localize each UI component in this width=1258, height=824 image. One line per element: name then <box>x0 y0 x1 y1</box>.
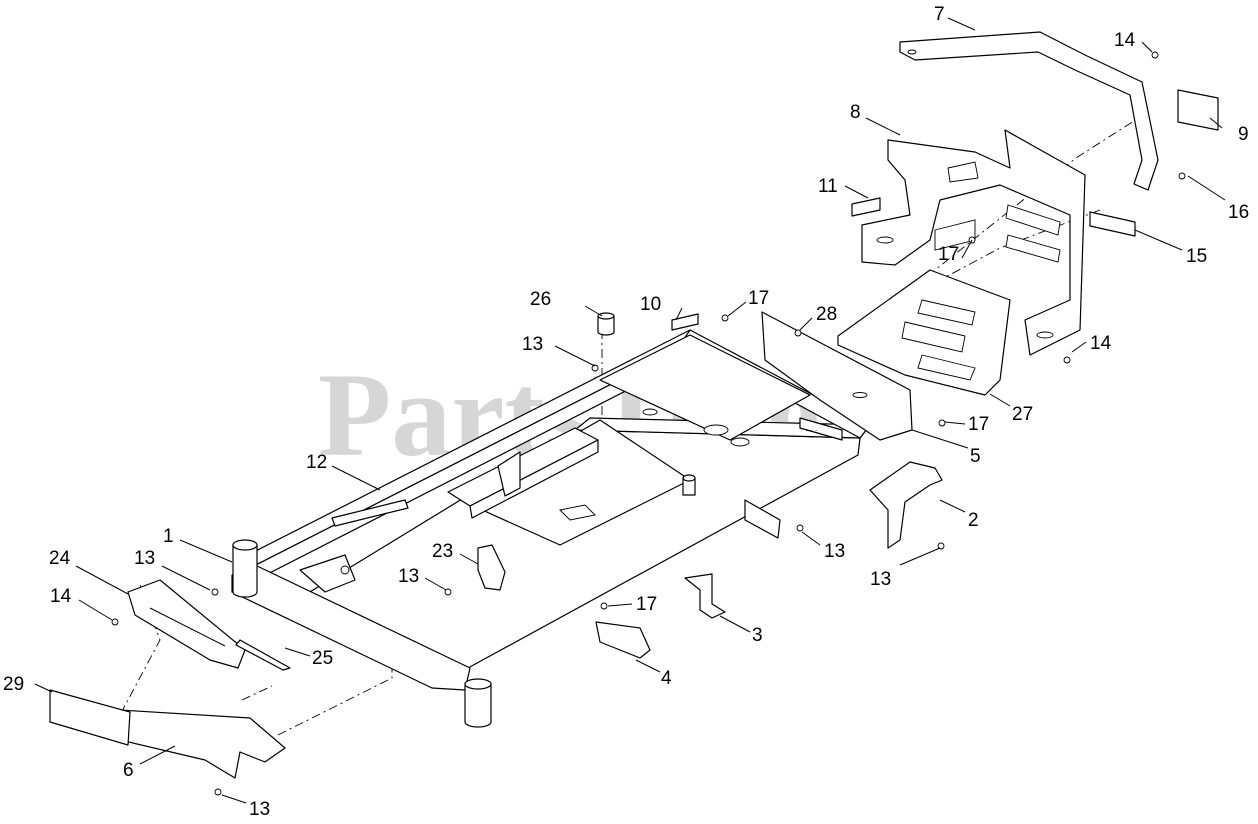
fasteners <box>111 51 1186 796</box>
callout-17-lower: 17 <box>636 594 657 615</box>
side-bracket <box>1089 211 1136 237</box>
callout-13-left-top: 13 <box>134 548 155 569</box>
callout-16: 16 <box>1228 202 1249 223</box>
decal-strip-12 <box>331 499 409 527</box>
lower-bracket-3 <box>684 573 726 619</box>
callout-26: 26 <box>530 289 551 310</box>
seat-pan-panel <box>837 269 1011 396</box>
callout-13-rear-right: 13 <box>870 569 891 590</box>
callout-2: 2 <box>968 510 979 531</box>
bumper-26 <box>597 312 615 336</box>
callout-14-left: 14 <box>50 586 72 607</box>
callout-1: 1 <box>163 526 174 547</box>
callout-27: 27 <box>1012 404 1033 425</box>
callout-14-right: 14 <box>1090 333 1112 354</box>
callout-17-top: 17 <box>748 288 769 309</box>
callout-29: 29 <box>3 674 24 695</box>
callout-12: 12 <box>306 452 327 473</box>
callout-7: 7 <box>934 4 945 25</box>
callout-28: 28 <box>816 304 837 325</box>
callout-6: 6 <box>123 760 134 781</box>
callout-13-bottom: 13 <box>249 799 270 820</box>
callout-25: 25 <box>312 648 333 669</box>
small-decal-top <box>671 313 699 331</box>
callout-4: 4 <box>661 668 672 689</box>
callout-labels: 7 14 9 8 16 11 15 17 26 10 17 28 13 14 2… <box>3 4 1249 820</box>
callout-13-inner: 13 <box>398 566 419 587</box>
rear-hood-panel <box>861 129 1086 356</box>
callout-13-center: 13 <box>522 334 543 355</box>
lower-bracket-4 <box>595 621 651 659</box>
callout-17-seat: 17 <box>938 244 959 265</box>
callout-14-top: 14 <box>1114 30 1136 51</box>
callout-8: 8 <box>850 102 861 123</box>
callout-13-mid-right: 13 <box>824 541 845 562</box>
support-bracket-23 <box>477 544 506 591</box>
callout-10: 10 <box>640 294 661 315</box>
callout-23: 23 <box>432 541 453 562</box>
callout-15: 15 <box>1186 246 1207 267</box>
callout-11: 11 <box>818 176 838 197</box>
rear-upper-bar <box>899 31 1159 191</box>
small-decal-left <box>851 197 881 217</box>
callout-5: 5 <box>970 446 981 467</box>
decal-plate-29 <box>49 689 131 746</box>
decal-plate <box>1177 89 1219 131</box>
rear-frame-plate <box>761 311 913 441</box>
front-footrest-24 <box>127 579 246 669</box>
callout-3: 3 <box>752 625 763 646</box>
callout-24: 24 <box>49 548 71 569</box>
callout-9: 9 <box>1238 124 1249 145</box>
bracket-25 <box>235 639 291 671</box>
callout-17-rear: 17 <box>968 414 989 435</box>
main-frame: · · · <box>231 329 871 728</box>
front-footplate-6 <box>119 709 286 779</box>
right-rear-bracket <box>869 461 943 549</box>
svg-text:· · ·: · · · <box>805 426 817 435</box>
